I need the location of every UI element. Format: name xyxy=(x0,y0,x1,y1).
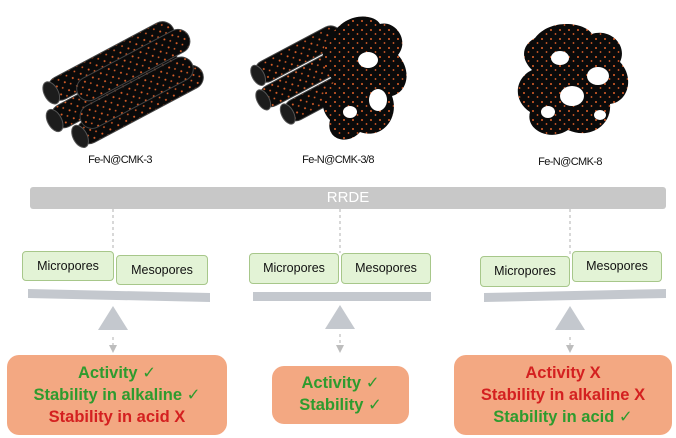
material-label-cmk3-8: Fe-N@CMK-3/8 xyxy=(302,154,374,166)
balance-scale-left xyxy=(28,289,210,330)
connector-lines xyxy=(109,209,574,353)
result-line: Stability in alkaline ✓ xyxy=(33,386,201,404)
balance-scales xyxy=(28,289,666,330)
result-line: Stability ✓ xyxy=(299,396,382,414)
result-box-cmk3-8: Activity ✓ Stability ✓ xyxy=(272,366,409,424)
cmk3-8-mixed-image xyxy=(250,16,407,140)
result-line: Activity ✓ xyxy=(77,364,157,382)
result-line: Stability in acid X xyxy=(48,408,186,426)
material-label-cmk8: Fe-N@CMK-8 xyxy=(538,156,602,168)
mesopores-box-right: Mesopores xyxy=(572,251,662,282)
cmk8-gyroid-image xyxy=(517,24,629,135)
result-line: Activity ✓ xyxy=(301,374,380,392)
result-box-cmk3: Activity ✓ Stability in alkaline ✓ Stabi… xyxy=(7,355,227,435)
result-line: Stability in alkaline X xyxy=(480,386,646,404)
result-line: Stability in acid ✓ xyxy=(493,408,633,426)
result-line: Activity X xyxy=(525,364,601,382)
micropores-box-middle: Micropores xyxy=(249,253,339,284)
result-box-cmk8: Activity X Stability in alkaline X Stabi… xyxy=(454,355,672,435)
mesopores-box-left: Mesopores xyxy=(116,255,208,285)
rrde-bar: RRDE xyxy=(30,187,666,209)
micropores-box-left: Micropores xyxy=(22,251,114,281)
mesopores-box-middle: Mesopores xyxy=(341,253,431,284)
balance-scale-middle xyxy=(253,292,431,329)
material-label-cmk3: Fe-N@CMK-3 xyxy=(88,154,152,166)
micropores-box-right: Micropores xyxy=(480,256,570,287)
material-illustrations xyxy=(42,16,629,149)
cmk3-rods-image xyxy=(42,21,204,149)
balance-scale-right xyxy=(484,289,666,330)
